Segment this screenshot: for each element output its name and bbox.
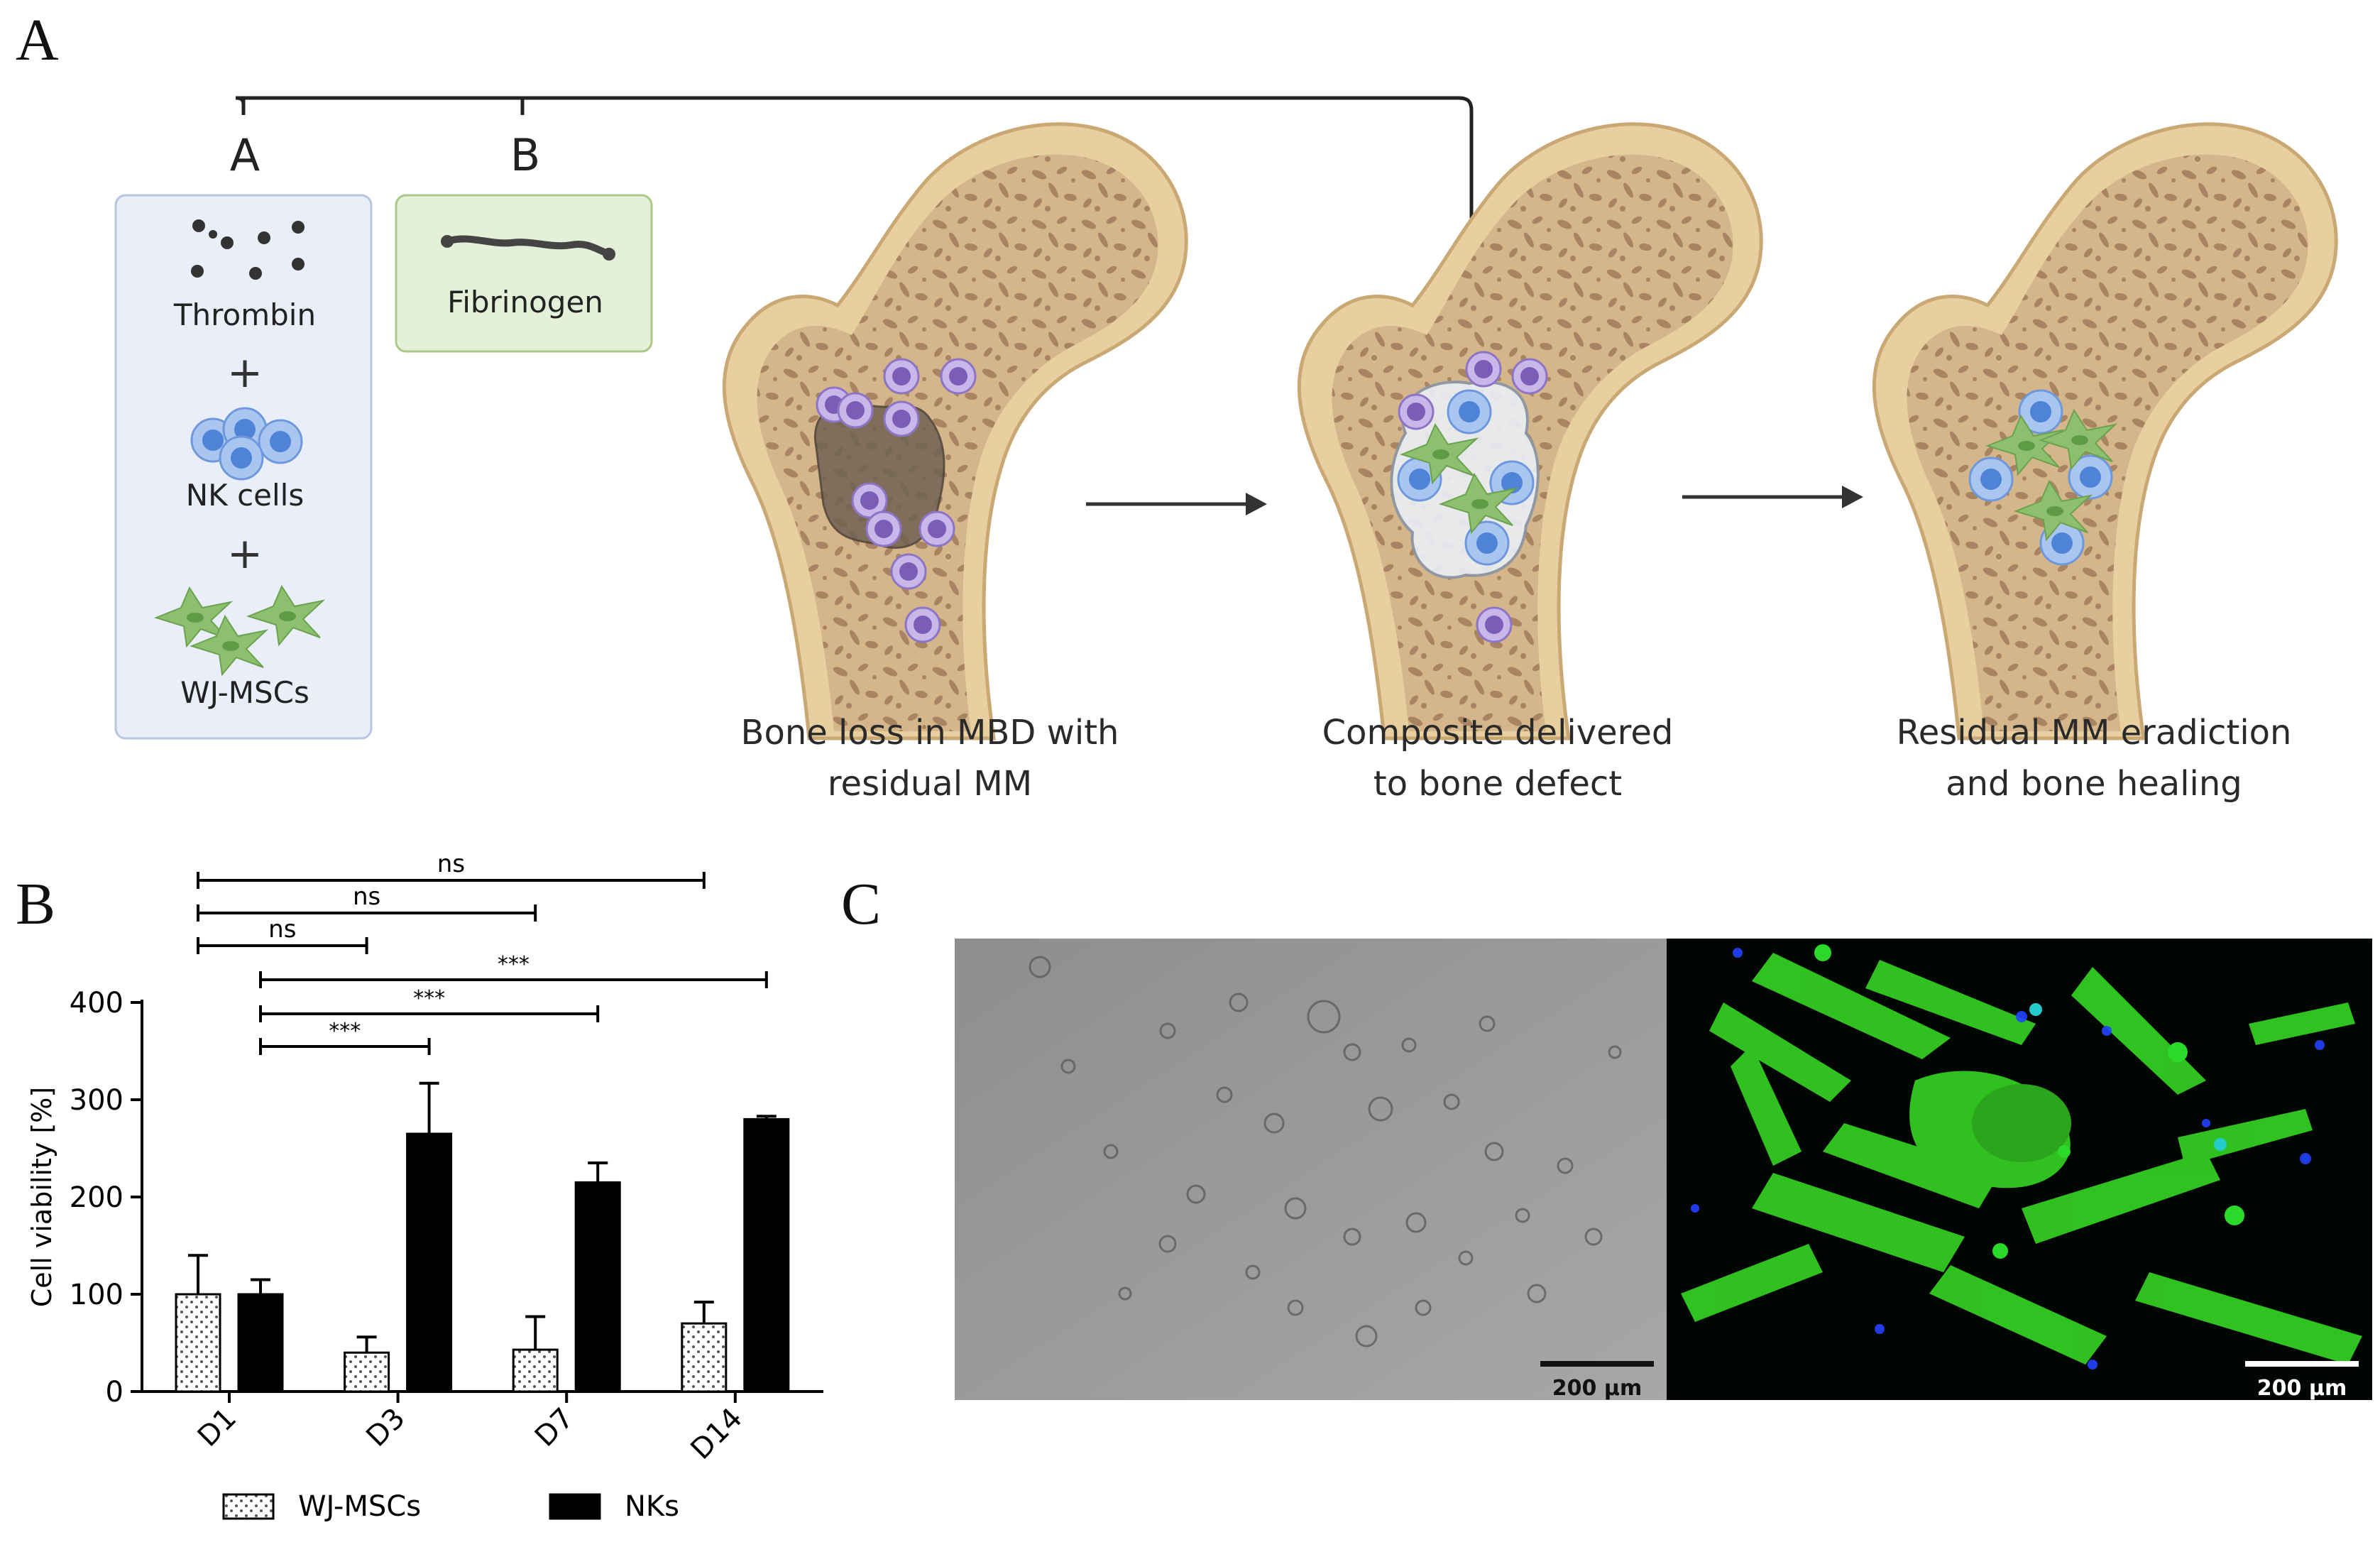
x-tick-label: D3 [360, 1402, 411, 1453]
plus-sign-2: + [227, 529, 263, 579]
legend-swatch-nks [549, 1493, 601, 1520]
plus-sign-1: + [227, 348, 263, 398]
bar-nks-d1 [237, 1293, 284, 1393]
micrograph-fluorescence: 200 µm [1667, 939, 2372, 1400]
box-b [395, 194, 653, 353]
significance-label: ns [437, 852, 465, 878]
bar-nks-d3 [406, 1132, 453, 1393]
y-tick-label: 0 [106, 1376, 124, 1409]
scale-label-brightfield: 200 µm [1552, 1376, 1642, 1400]
bar-wj-mscs-d1 [175, 1293, 221, 1393]
significance-label: *** [498, 952, 530, 977]
nk-cells-label: NK cells [186, 478, 304, 513]
y-tick-label: 200 [70, 1181, 124, 1214]
legend-swatch-wj-mscs [222, 1493, 275, 1520]
y-tick-label: 300 [70, 1084, 124, 1117]
legend-label: NKs [625, 1490, 679, 1523]
bone-stage-1 [724, 124, 1186, 738]
significance-label: *** [413, 986, 445, 1011]
legend-label: WJ-MSCs [298, 1490, 421, 1523]
scale-label-fluorescence: 200 µm [2257, 1376, 2347, 1400]
bar-wj-mscs-d14 [681, 1322, 728, 1393]
significance-label: ns [268, 915, 296, 944]
thrombin-label: Thrombin [173, 297, 316, 332]
stage-caption-3: Residual MM eradiction and bone healing [1896, 713, 2292, 804]
panel-a-letter: A [16, 7, 59, 73]
significance-label: *** [329, 1019, 361, 1044]
x-tick-label: D1 [192, 1402, 243, 1453]
micrograph-brightfield: 200 µm [955, 939, 1667, 1400]
stage-caption-2: Composite delivered to bone defect [1322, 713, 1674, 804]
x-tick-label: D14 [685, 1402, 749, 1466]
bar-nks-d7 [574, 1181, 621, 1393]
group-a-label: A [230, 129, 260, 181]
stage-caption-1: Bone loss in MBD with residual MM [740, 713, 1119, 804]
fibrinogen-icon [444, 235, 614, 258]
bone-stage-2 [1299, 124, 1761, 738]
bar-nks-d14 [743, 1117, 790, 1393]
x-tick-label: D7 [529, 1402, 580, 1453]
bar-wj-mscs-d7 [512, 1348, 559, 1393]
y-tick-label: 100 [70, 1279, 124, 1311]
panel-c-letter: C [841, 871, 882, 937]
bar-wj-mscs-d3 [344, 1351, 390, 1393]
thrombin-icon [191, 219, 305, 280]
fibrinogen-label: Fibrinogen [447, 285, 603, 319]
significance-label: ns [353, 882, 380, 911]
composite-gel [1390, 351, 1548, 643]
schematic-figure: A B Thrombin + NK cells + WJ-MSCs Fibrin… [114, 96, 2380, 824]
wj-mscs-label: WJ-MSCs [180, 675, 309, 710]
y-axis-label: Cell viability [%] [26, 1087, 57, 1307]
panel-b-letter: B [16, 871, 56, 937]
group-b-label: B [510, 129, 541, 181]
y-tick-label: 400 [70, 987, 124, 1020]
